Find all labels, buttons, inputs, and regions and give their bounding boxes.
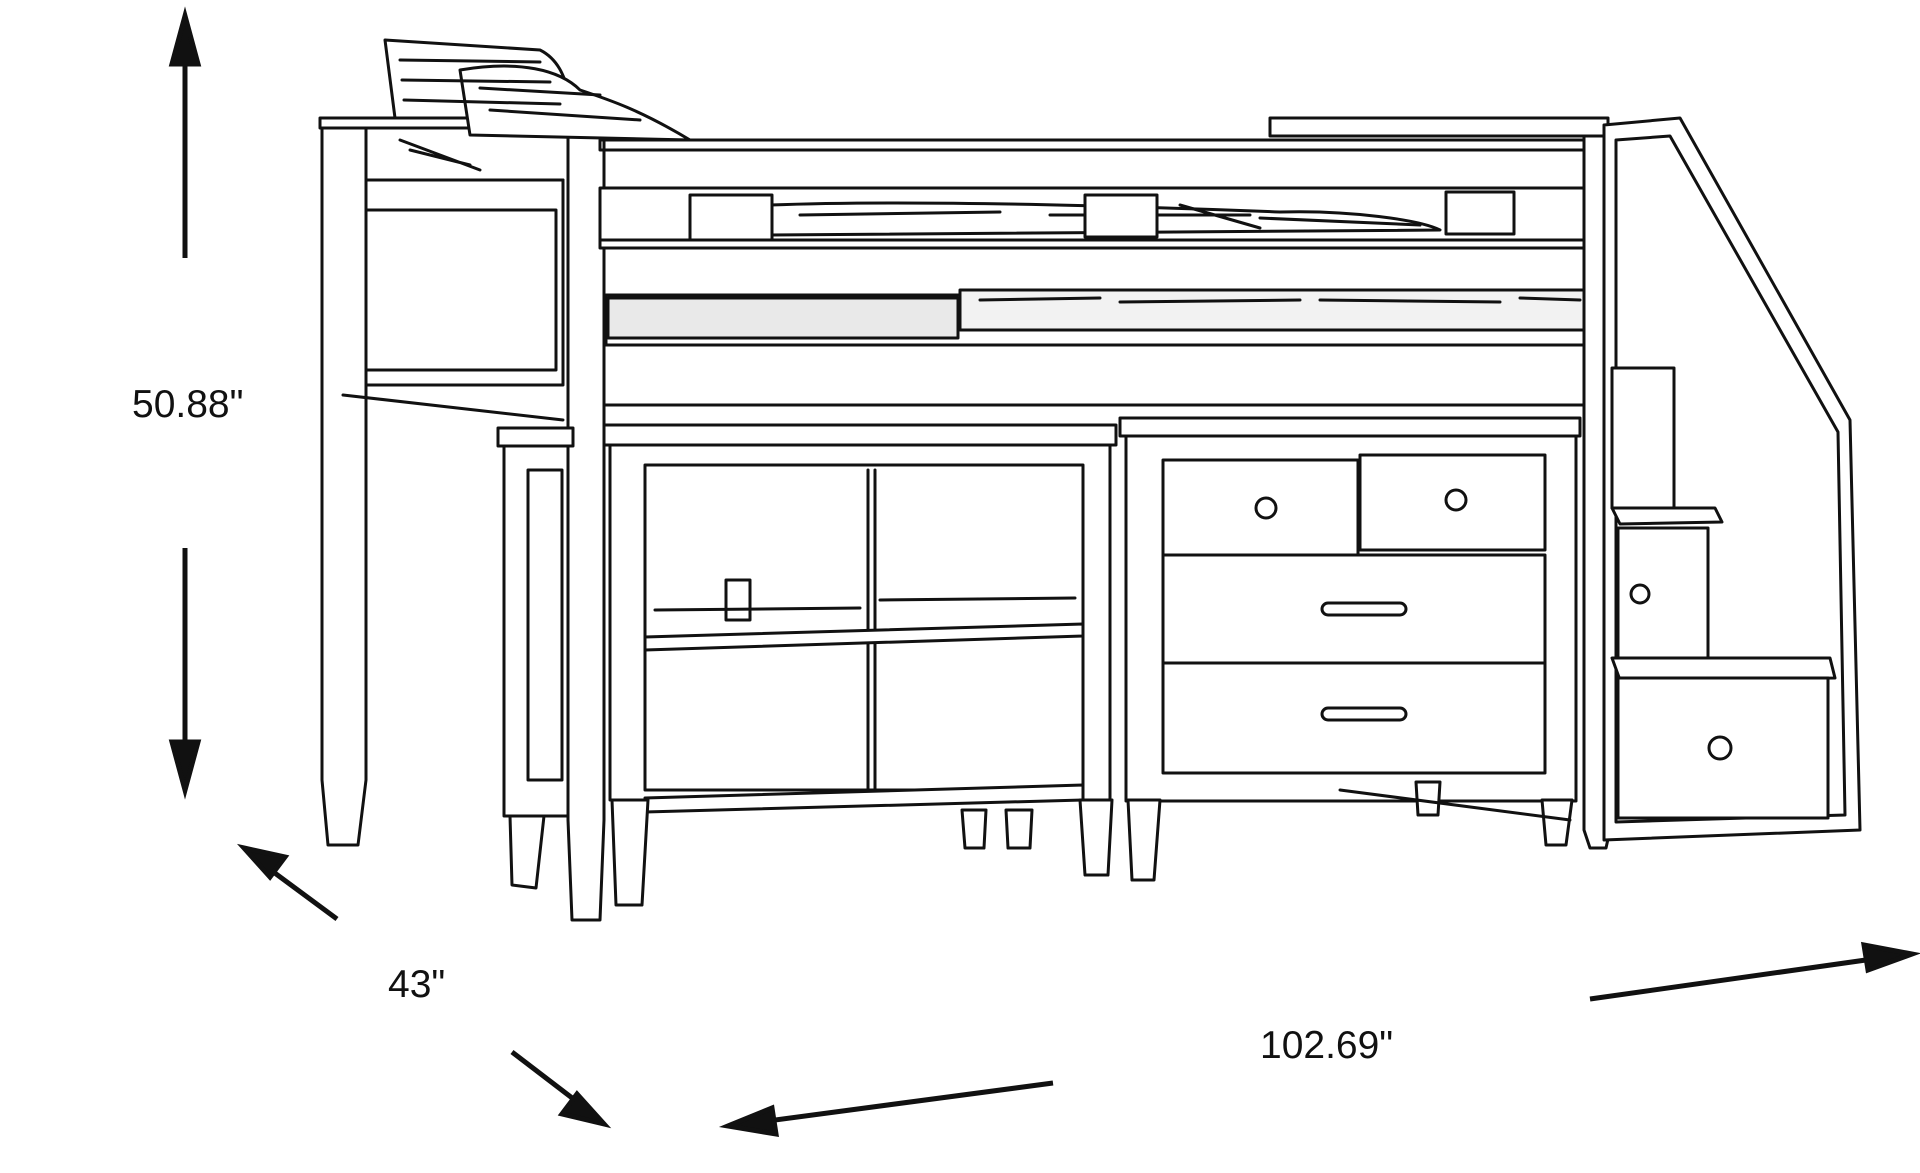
- bookcase-middle-shelf: [643, 622, 1085, 652]
- loft-bed: [318, 38, 1862, 922]
- desk-side-panel: [502, 444, 570, 818]
- dresser-rear-leg: [1414, 780, 1442, 817]
- stair-knob-2-icon: [1707, 735, 1733, 761]
- stair-unit: [1602, 116, 1862, 842]
- height-dimension-label: 50.88": [132, 383, 244, 426]
- bed-side-board: [602, 343, 1591, 407]
- dresser-left-leg: [1126, 798, 1162, 882]
- depth-arrow-up-icon: [266, 865, 339, 922]
- height-dimension-arrows: [168, 6, 202, 800]
- height-arrowhead-top-icon: [168, 6, 202, 67]
- width-dimension-label: 102.69": [1260, 1024, 1394, 1067]
- pillow-lines: [398, 58, 642, 172]
- width-arrow-right-icon: [1589, 955, 1881, 1002]
- dresser-base-line: [1338, 788, 1572, 822]
- stair-step-3: [1610, 656, 1837, 682]
- rail-clip-1: [688, 193, 774, 242]
- desk-side-top: [496, 426, 575, 448]
- bookcase-left-leg: [610, 798, 650, 907]
- left-headboard: [318, 116, 610, 922]
- lower-mattress-right: [958, 288, 1587, 332]
- bed-frame: [598, 138, 1602, 407]
- desk-side-inset: [526, 468, 564, 782]
- stair-side-inset: [1614, 134, 1847, 824]
- stair-knob-1-icon: [1629, 583, 1651, 605]
- depth-arrow-down-icon: [510, 1050, 582, 1106]
- desk-leg-unit: [496, 426, 575, 890]
- pillow-front: [458, 64, 692, 142]
- stair-step-2: [1610, 506, 1724, 526]
- bookcase-rear-leg-1: [960, 808, 988, 850]
- height-arrowhead-bottom-icon: [168, 739, 202, 800]
- bookcase-inner-rear-line-2: [878, 596, 1077, 602]
- desk-leg-front: [508, 814, 546, 890]
- left-rear-post: [320, 126, 368, 847]
- headboard-bottom-rail: [341, 393, 565, 422]
- bookcase-rear-leg-2: [1004, 808, 1034, 850]
- bookcase-small-bracket: [724, 578, 752, 622]
- dresser-pull-middle-icon: [1320, 601, 1408, 617]
- stair-step-1: [1610, 366, 1676, 510]
- dresser-pull-bottom-icon: [1320, 706, 1408, 722]
- depth-dimension-label: 43": [388, 963, 446, 1006]
- dresser-knob-right-icon: [1444, 488, 1468, 512]
- width-arrow-left-icon: [759, 1080, 1054, 1125]
- dresser: [1118, 416, 1582, 882]
- depth-arrowhead-bottom-icon: [557, 1090, 612, 1129]
- lower-mattress-left: [606, 296, 960, 340]
- bookcase: [602, 423, 1118, 907]
- width-dimension-arrows: [718, 941, 1920, 1138]
- width-arrowhead-right-icon: [1860, 941, 1920, 974]
- width-arrowhead-left-icon: [718, 1104, 779, 1138]
- bed-top-rail: [598, 138, 1602, 152]
- bookcase-frame: [608, 443, 1112, 802]
- bookcase-inner-rear-line: [653, 606, 862, 612]
- dresser-top: [1118, 416, 1582, 438]
- bedding-pillows: [383, 38, 692, 172]
- dresser-right-leg: [1540, 798, 1574, 847]
- depth-dimension-arrows: [236, 843, 612, 1129]
- rail-clip-3: [1444, 190, 1516, 236]
- bookcase-top: [602, 423, 1118, 447]
- depth-arrowhead-top-icon: [236, 843, 290, 881]
- lower-mattress-lines: [978, 296, 1582, 304]
- rail-clip-2: [1083, 193, 1159, 239]
- bookcase-right-leg: [1078, 798, 1114, 877]
- dresser-knob-left-icon: [1254, 496, 1278, 520]
- footboard-top-rail: [1268, 116, 1610, 138]
